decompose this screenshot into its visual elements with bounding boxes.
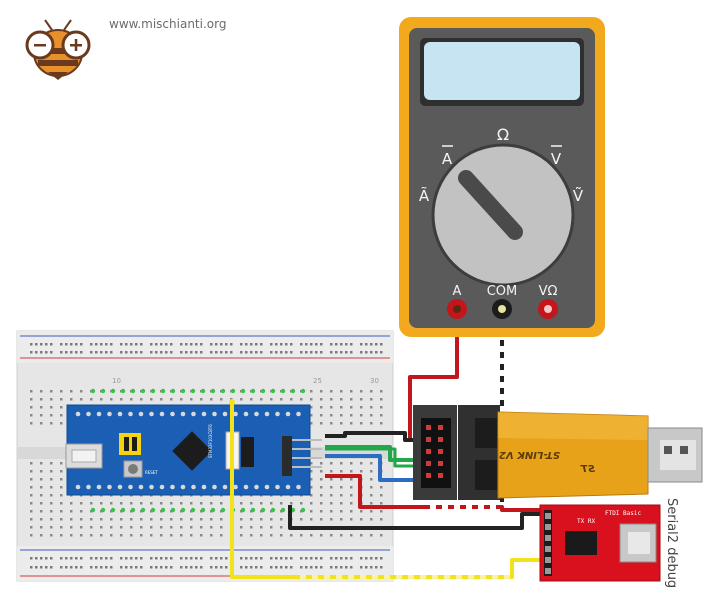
jack-vohm-label: VΩ [539,284,558,299]
multimeter: Ω A V Ã Ṽ A COM VΩ [399,17,605,337]
serial-debug-label: Serial2 debug [664,498,679,588]
dial-a-ac: Ã [419,186,430,205]
bee-logo [25,19,91,80]
svg-text:30: 30 [370,377,379,385]
ftdi-adapter: FTDI Basic TX RX [539,504,661,582]
lcd-display [424,42,580,100]
ftdi-pins-label: TX RX [577,518,595,525]
mcu-label: STM32F103C8T6 [208,424,213,458]
reset-label: RESET [145,470,158,475]
svg-text:25: 25 [313,377,322,385]
dial-a-dc: A [442,150,453,168]
blue-pill-board: RESET STM32F103C8T6 [65,404,322,496]
stlink-label: ST-LINK V2 [499,449,560,460]
dial-ohm: Ω [497,125,509,144]
site-url[interactable]: www.mischianti.org [109,17,227,31]
jack-com-label: COM [487,284,518,299]
dial-v-ac: Ṽ [573,186,584,205]
st-link-programmer: ST ST-LINK V2 [497,411,703,499]
ftdi-title: FTDI Basic [605,510,642,517]
wires [229,310,548,579]
jack-a-label: A [453,284,462,299]
st-logo: ST [580,464,595,475]
swd-connector [413,405,500,500]
svg-text:10: 10 [112,377,121,385]
dial-v-dc: V [551,150,562,168]
